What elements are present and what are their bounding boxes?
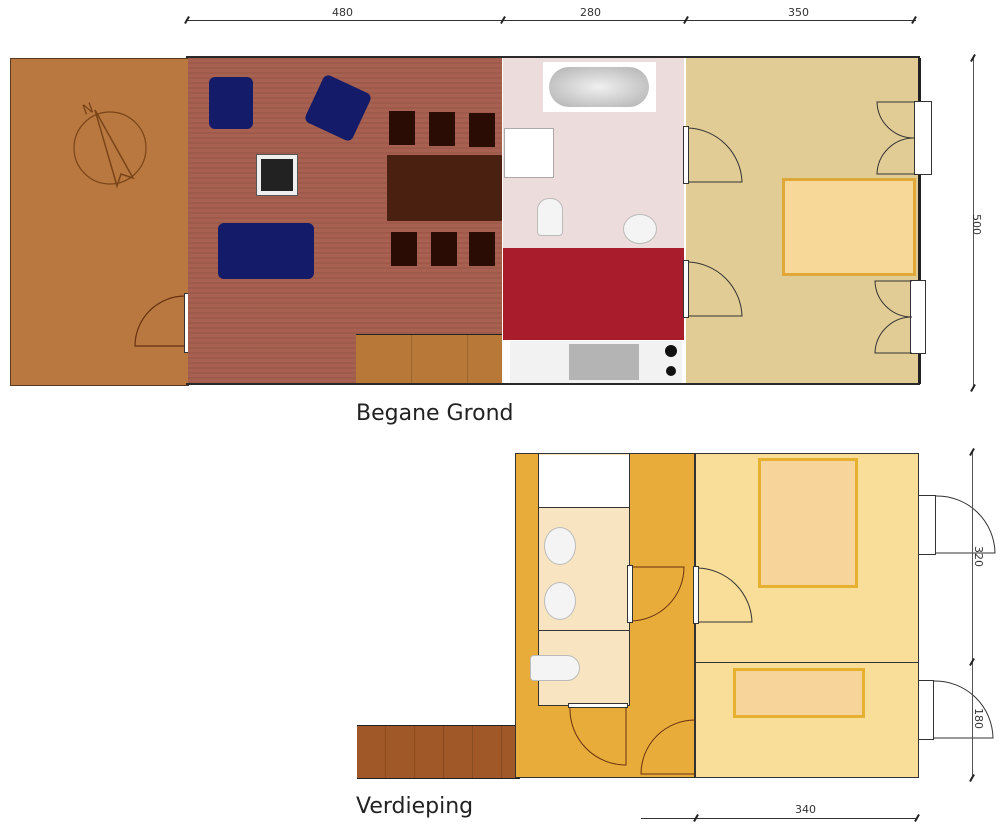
stove-burner	[665, 345, 677, 357]
stairs	[357, 725, 520, 779]
stairs	[356, 334, 502, 385]
bed	[782, 178, 916, 276]
dim-tick	[914, 814, 920, 822]
door-icon	[640, 719, 696, 775]
door-leaf	[683, 260, 689, 318]
dim-500: 500	[970, 214, 983, 235]
window-swing-icon	[933, 680, 994, 739]
stove-burner	[666, 366, 676, 376]
dim-480: 480	[332, 6, 353, 19]
window-swing-icon	[935, 495, 996, 554]
compass-icon: N	[73, 100, 147, 189]
door-icon	[687, 261, 743, 317]
dining-chair	[391, 232, 417, 266]
door-leaf	[568, 703, 628, 708]
window-swing-icon	[874, 280, 913, 354]
ground-floor-title: Begane Grond	[356, 401, 514, 426]
dim-180: 180	[972, 708, 985, 729]
dining-chair	[431, 232, 457, 266]
door-icon	[629, 566, 685, 622]
dim-340-label: 340	[795, 803, 816, 816]
door-icon	[569, 706, 627, 766]
sink	[544, 582, 576, 620]
coffee-table	[256, 154, 298, 196]
bed	[758, 458, 858, 588]
window-swing-icon	[876, 101, 915, 175]
dining-chair	[429, 112, 455, 146]
sink	[544, 527, 576, 565]
armchair	[209, 77, 253, 129]
bathtub	[539, 455, 629, 508]
sofa	[218, 223, 314, 279]
door-leaf	[683, 126, 689, 184]
wall	[186, 56, 920, 58]
bathtub-basin	[549, 67, 649, 107]
sink	[623, 214, 657, 244]
svg-text:N: N	[81, 100, 96, 119]
bed	[733, 668, 865, 718]
dining-chair	[389, 111, 415, 145]
door-icon	[134, 295, 186, 347]
bathroom-divider	[538, 630, 630, 631]
door-icon	[697, 567, 753, 623]
dining-chair	[469, 232, 495, 266]
dining-chair	[469, 113, 495, 147]
dimension-bottom-340	[695, 818, 917, 819]
door-leaf	[627, 565, 633, 623]
room-kitchen	[503, 248, 684, 340]
dim-280: 280	[580, 6, 601, 19]
window	[914, 101, 932, 175]
dim-350: 350	[788, 6, 809, 19]
upper-floor-title: Verdieping	[356, 794, 474, 819]
shower	[504, 128, 554, 178]
dim-320: 320	[972, 546, 985, 567]
toilet	[537, 198, 563, 236]
door-icon	[687, 127, 743, 183]
window	[918, 680, 934, 740]
dining-table	[387, 155, 502, 221]
window	[918, 495, 936, 555]
door-leaf	[693, 566, 699, 624]
room-terrace	[10, 58, 189, 386]
kitchen-sink	[569, 344, 639, 380]
toilet	[530, 655, 580, 681]
wall	[186, 383, 920, 385]
